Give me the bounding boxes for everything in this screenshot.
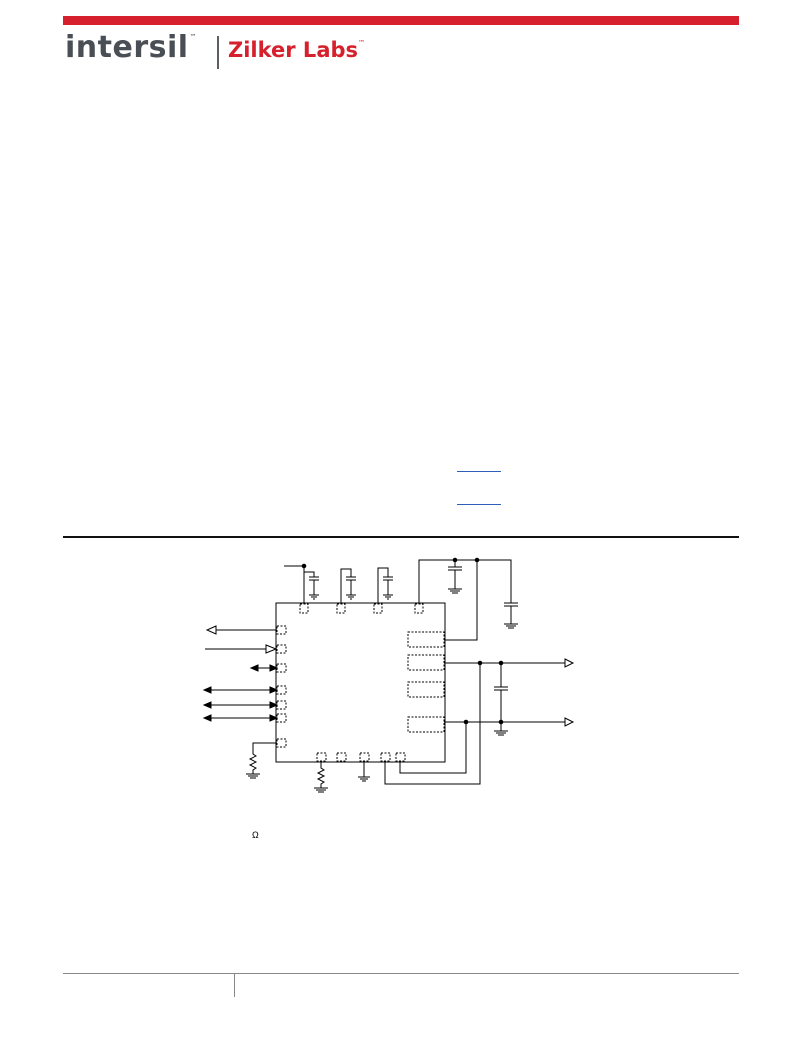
section-divider [63,536,739,538]
left-bus-traces [207,689,274,719]
top-cap-1 [309,576,319,595]
intersil-trademark: ™ [189,33,198,41]
input-arrow-icon [265,644,278,654]
top-cap-3-lead [377,567,389,603]
ground-symbol-2 [346,594,356,600]
input-cap-2 [504,602,518,629]
ground-symbol-1 [309,594,319,600]
bidirectional-arrow-icon-2 [202,686,279,694]
output-cap [494,663,508,722]
sense-minus-trace [399,722,467,774]
resistor-bottom-to-ground [314,761,328,793]
header-accent-bar [63,16,739,25]
pgnd-arrow-icon [564,717,575,727]
footer-rule [63,973,739,974]
ground-symbol-output [494,722,508,736]
logo-divider [217,36,219,69]
reference-link-1[interactable] [457,471,501,472]
vin-rail [418,559,512,603]
intersil-logo: intersil™ [65,33,197,63]
left-pins [276,625,287,748]
output-arrow-icon [205,625,217,635]
vout-arrow-icon [564,658,575,668]
intersil-logo-text: intersil [65,30,189,65]
ic-package-outline [275,602,446,763]
bidirectional-arrow-icon-4 [202,714,279,722]
top-cap-2 [346,576,356,595]
vin-sense-trace [444,560,478,641]
ohm-symbol: Ω [252,830,259,840]
typical-application-schematic [202,557,575,793]
bottom-pins [316,752,406,762]
right-pins [407,631,445,733]
vin-node [301,563,307,569]
ground-symbol-bottom [358,761,370,782]
zilker-labs-logo: Zilker Labs™ [228,40,365,61]
zilker-labs-logo-text: Zilker Labs [228,38,359,62]
input-cap-1 [448,560,462,594]
vin-trace [284,565,305,603]
top-cap-3 [383,576,393,595]
bidirectional-arrow-icon-1 [249,664,279,672]
sense-plus-trace [384,663,481,785]
zilker-labs-trademark: ™ [358,39,366,47]
top-cap-2-lead [340,568,352,603]
footer-divider [234,973,235,997]
bidirectional-arrow-icon-3 [202,701,279,709]
top-pins [299,603,424,614]
ground-symbol-3 [383,594,393,600]
reference-link-2[interactable] [457,504,501,505]
resistor-left-to-ground [246,742,277,779]
top-cap-1-lead [304,571,315,577]
